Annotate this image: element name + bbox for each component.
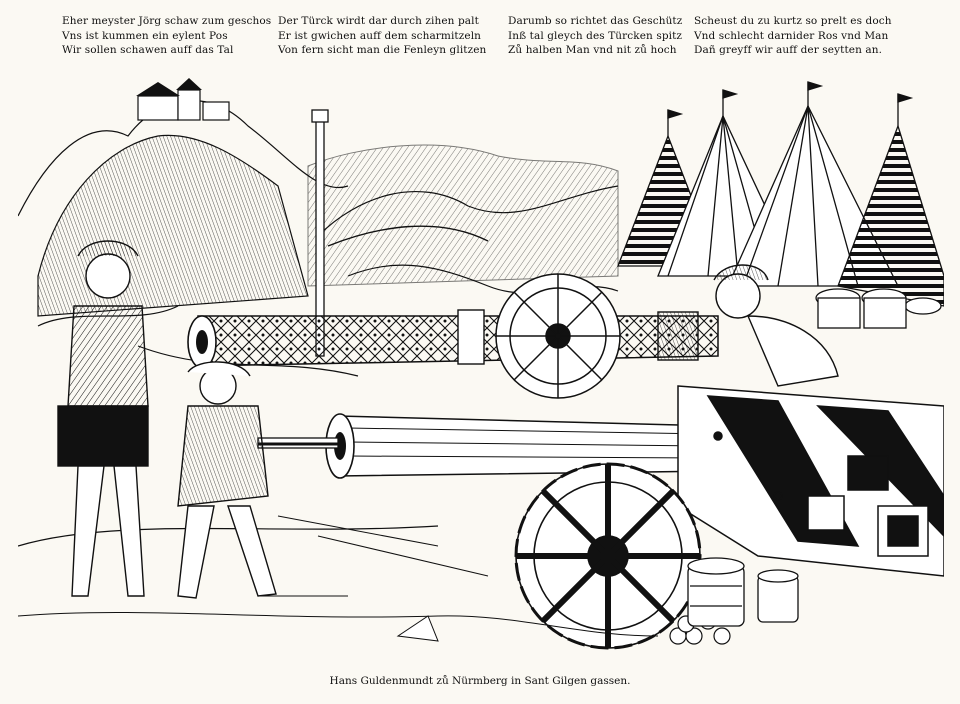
verse-line: Dañ greyff wir auff der seytten an. bbox=[694, 44, 883, 56]
verse-line: Scheust du zu kurtz so prelt es doch bbox=[694, 15, 892, 27]
printer-imprint: Hans Guldenmundt zů Nürmberg in Sant Gil… bbox=[329, 675, 631, 687]
ground bbox=[18, 515, 659, 642]
large-cannon-barrel bbox=[187, 309, 719, 369]
barrel-stack bbox=[815, 288, 942, 329]
verse-line: Vns ist kummen ein eylent Pos bbox=[62, 29, 228, 42]
powder-kegs bbox=[687, 557, 799, 627]
verse-line: Vnd schlecht darnider Ros vnd Man bbox=[694, 29, 889, 42]
verse-line: Der Türck wirdt dar durch zihen palt bbox=[278, 15, 479, 27]
gunner-right bbox=[713, 264, 839, 387]
tents bbox=[617, 81, 944, 307]
rammer-staff bbox=[311, 109, 329, 357]
gunner-crouching bbox=[177, 361, 338, 599]
verse-row: Eher meyster Jörg schaw zum geschos Vns … bbox=[0, 14, 960, 74]
castle-on-hill bbox=[37, 78, 309, 317]
front-wheel bbox=[514, 462, 702, 650]
gun-carriage bbox=[677, 385, 944, 577]
verse-block-2: Der Türck wirdt dar durch zihen palt Er … bbox=[278, 14, 486, 58]
verse-block-4: Scheust du zu kurtz so prelt es doch Vnd… bbox=[694, 14, 892, 58]
verse-line: Er ist gwichen auff dem scharmitzeln bbox=[278, 29, 482, 42]
verse-line: Inß tal gleych des Türcken spitz bbox=[508, 29, 683, 42]
verse-line: Von fern sicht man die Fenleyn glitzen bbox=[278, 44, 487, 56]
verse-line: Wir sollen schawen auff das Tal bbox=[62, 44, 234, 56]
verse-block-3: Darumb so richtet das Geschütz Inß tal g… bbox=[508, 14, 682, 58]
gunner-left bbox=[57, 240, 149, 597]
back-wheel bbox=[495, 273, 621, 399]
verse-line: Zů halben Man vnd nit zů hoch bbox=[508, 44, 677, 56]
verse-line: Eher meyster Jörg schaw zum geschos bbox=[62, 15, 272, 27]
verse-block-1: Eher meyster Jörg schaw zum geschos Vns … bbox=[62, 14, 271, 58]
small-cannon-barrel bbox=[257, 413, 719, 479]
distant-valley bbox=[307, 144, 619, 287]
verse-line: Darumb so richtet das Geschütz bbox=[508, 15, 683, 27]
woodcut-illustration bbox=[18, 78, 944, 650]
